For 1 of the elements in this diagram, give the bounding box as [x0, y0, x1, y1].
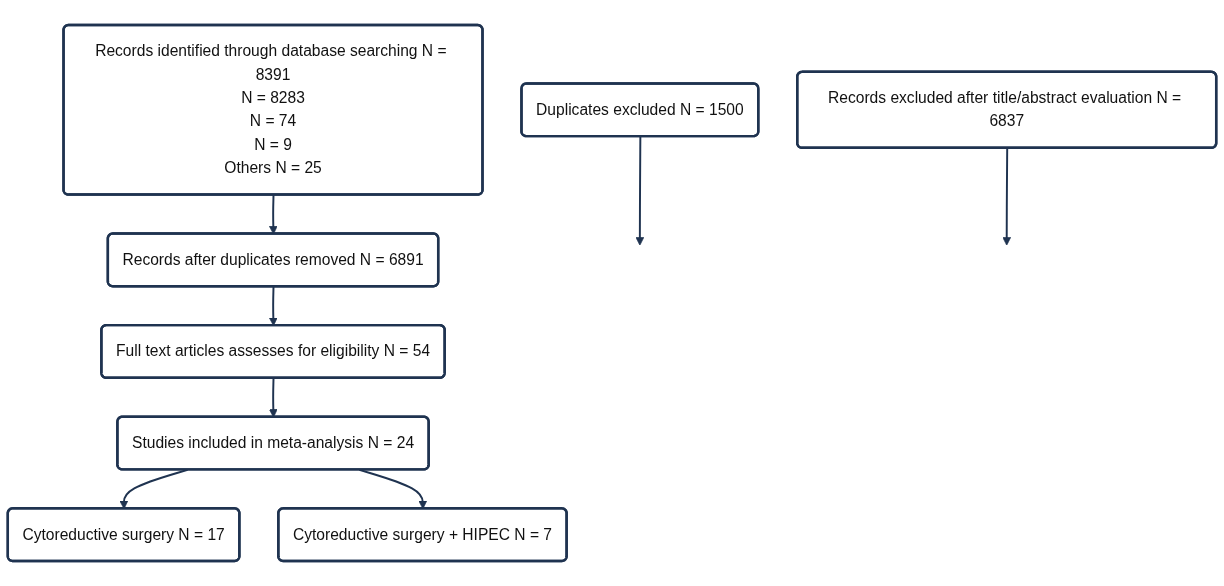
arrow	[1002, 147, 1011, 246]
